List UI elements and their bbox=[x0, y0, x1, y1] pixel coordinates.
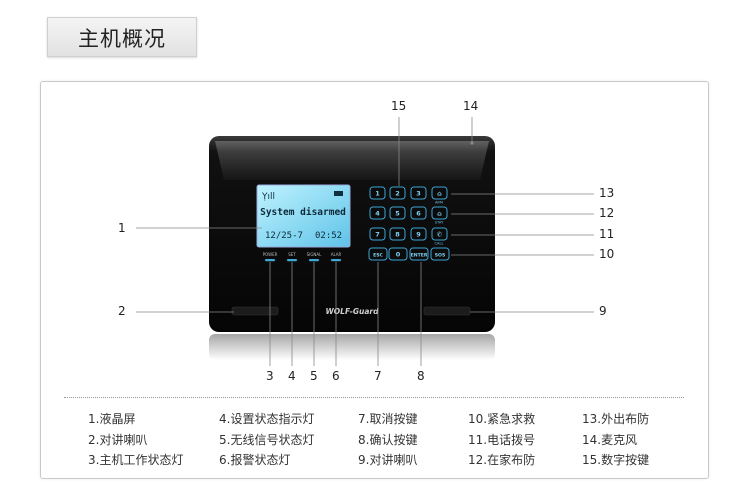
key-label: 8 bbox=[395, 231, 400, 239]
callout-10: 10 bbox=[599, 247, 615, 261]
key-⌂[interactable]: ⌂ bbox=[431, 186, 448, 200]
legend-item: 9.对讲喇叭 bbox=[358, 453, 418, 467]
key-label: ✆ bbox=[437, 231, 443, 239]
key-⌂[interactable]: ⌂ bbox=[431, 206, 448, 220]
led-indicator-alar bbox=[331, 259, 341, 262]
led-label-signal: SIGNAL bbox=[307, 252, 323, 257]
lcd-date: 12/25-7 bbox=[265, 231, 303, 241]
key-0[interactable]: 0 bbox=[388, 247, 408, 261]
key-1[interactable]: 1 bbox=[369, 186, 386, 200]
section-title-tab: 主机概况 bbox=[47, 17, 197, 57]
callout-9: 9 bbox=[599, 304, 607, 318]
led-indicator-set bbox=[287, 259, 297, 262]
led-indicator-signal bbox=[309, 259, 319, 262]
key-6[interactable]: 6 bbox=[410, 206, 427, 220]
legend-item: 2.对讲喇叭 bbox=[88, 433, 148, 447]
key-label: SOS bbox=[435, 253, 446, 259]
callout-15: 15 bbox=[391, 99, 407, 113]
key-3[interactable]: 3 bbox=[410, 186, 427, 200]
callout-12: 12 bbox=[599, 206, 615, 220]
key-enter[interactable]: ENTER bbox=[409, 247, 429, 261]
key-5[interactable]: 5 bbox=[389, 206, 406, 220]
lcd-status-text: System disarmed bbox=[260, 207, 346, 218]
key-label: ENTER bbox=[411, 253, 428, 259]
legend-item: 8.确认按键 bbox=[358, 433, 418, 447]
callout-6: 6 bbox=[332, 369, 340, 383]
legend-item: 5.无线信号状态灯 bbox=[219, 433, 315, 447]
key-sublabel-call: CALL bbox=[435, 242, 444, 246]
legend-item: 15.数字按键 bbox=[582, 453, 650, 467]
legend-item: 6.报警状态灯 bbox=[219, 453, 291, 467]
battery-icon bbox=[334, 191, 343, 196]
legend-item: 14.麦克风 bbox=[582, 433, 638, 447]
callout-8: 8 bbox=[417, 369, 425, 383]
key-7[interactable]: 7 bbox=[369, 227, 386, 241]
signal-icon: Ỵıll bbox=[261, 192, 275, 202]
legend-item: 4.设置状态指示灯 bbox=[219, 412, 315, 426]
keypad: 1 2 3 ⌂ 4 5 6 ⌂ 7 8 9 ✆ ESC 0 ENTER SOS ARM STAY CALL bbox=[368, 186, 450, 261]
led-indicator-power bbox=[265, 259, 275, 262]
legend-item: 7.取消按键 bbox=[358, 412, 418, 426]
callout-5: 5 bbox=[310, 369, 318, 383]
key-label: 7 bbox=[375, 231, 380, 239]
callout-2: 2 bbox=[118, 304, 126, 318]
lcd-screen: Ỵıll System disarmed 12/25-7 02:52 bbox=[256, 184, 351, 248]
callout-4: 4 bbox=[288, 369, 296, 383]
key-label: 1 bbox=[375, 190, 380, 198]
key-label: ESC bbox=[373, 253, 383, 259]
callout-1: 1 bbox=[118, 221, 126, 235]
status-leds: POWER SET SIGNAL ALAR bbox=[263, 252, 342, 262]
led-label-power: POWER bbox=[263, 252, 278, 257]
alarm-host-device bbox=[209, 136, 495, 360]
leader-lines bbox=[136, 117, 594, 366]
key-label: 2 bbox=[395, 190, 400, 198]
led-label-alar: ALAR bbox=[331, 252, 342, 257]
legend-item: 12.在家布防 bbox=[468, 453, 536, 467]
callout-3: 3 bbox=[266, 369, 274, 383]
speaker-grille-right bbox=[423, 306, 471, 316]
key-label: 6 bbox=[416, 210, 421, 218]
key-8[interactable]: 8 bbox=[389, 227, 406, 241]
legend-item: 13.外出布防 bbox=[582, 412, 650, 426]
key-label: 3 bbox=[416, 190, 421, 198]
key-2[interactable]: 2 bbox=[389, 186, 406, 200]
speaker-grille-left bbox=[231, 306, 279, 316]
key-label: 5 bbox=[395, 210, 400, 218]
key-✆[interactable]: ✆ bbox=[431, 227, 448, 241]
key-sublabel-stay: STAY bbox=[435, 221, 444, 225]
key-sublabel-arm: ARM bbox=[435, 201, 443, 205]
callout-14: 14 bbox=[463, 99, 479, 113]
led-label-set: SET bbox=[288, 252, 296, 257]
callout-13: 13 bbox=[599, 186, 615, 200]
key-4[interactable]: 4 bbox=[369, 206, 386, 220]
legend-item: 11.电话拨号 bbox=[468, 433, 536, 447]
key-esc[interactable]: ESC bbox=[368, 247, 388, 261]
legend-divider bbox=[64, 397, 684, 398]
key-9[interactable]: 9 bbox=[410, 227, 427, 241]
legend-item: 1.液晶屏 bbox=[88, 412, 136, 426]
key-label: ⌂ bbox=[437, 210, 442, 218]
brand-logo: WOLF-Guard bbox=[326, 307, 380, 316]
key-label: 4 bbox=[375, 210, 380, 218]
key-label: 0 bbox=[396, 251, 401, 259]
legend-item: 3.主机工作状态灯 bbox=[88, 453, 184, 467]
section-title: 主机概况 bbox=[78, 27, 166, 51]
lcd-time: 02:52 bbox=[315, 231, 342, 241]
legend-item: 10.紧急求救 bbox=[468, 412, 536, 426]
key-label: 9 bbox=[416, 231, 421, 239]
callout-7: 7 bbox=[374, 369, 382, 383]
key-label: ⌂ bbox=[437, 190, 442, 198]
key-sos[interactable]: SOS bbox=[430, 247, 450, 261]
callout-11: 11 bbox=[599, 227, 615, 241]
